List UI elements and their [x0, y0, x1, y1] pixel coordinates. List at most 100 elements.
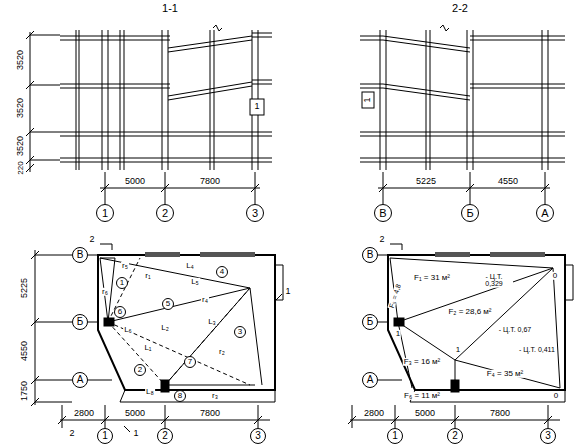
drawing-label: L₄ — [185, 262, 195, 270]
callout-circle: 8 — [174, 390, 186, 402]
axis-label: 2 — [162, 208, 168, 219]
axis-label: 3 — [255, 431, 261, 441]
drawing-label: 2 — [88, 235, 95, 244]
axis-marker: В — [374, 204, 392, 222]
drawing-label: 5225 — [20, 277, 29, 299]
drawing-label: F₄ = 35 м² — [486, 370, 525, 378]
drawing-label: 7800 — [199, 177, 221, 186]
axis-marker: 1 — [96, 204, 114, 222]
axis-label: Б — [77, 317, 84, 327]
drawing-label: F₃ = 16 м² — [403, 358, 442, 366]
drawing-label: - Ц.Т. 0,411 — [518, 346, 556, 353]
drawing-label: 0 — [553, 392, 559, 400]
axis-marker: 1 — [97, 428, 113, 444]
drawing-label: 1 — [253, 102, 260, 111]
drawing-label: 2800 — [73, 409, 95, 418]
axis-marker: 3 — [246, 204, 264, 222]
drawing-label: 4550 — [497, 177, 519, 186]
axis-label: 5 — [166, 300, 170, 308]
axis-marker: Б — [72, 314, 88, 330]
plan-right — [348, 244, 573, 428]
axis-label: А — [367, 375, 374, 385]
callout-circle: 5 — [162, 298, 174, 310]
drawing-label: r₁ — [144, 272, 151, 280]
drawing-label: 7800 — [489, 409, 511, 418]
axis-label: А — [541, 208, 548, 219]
drawing-label: 2 — [378, 235, 385, 244]
axis-marker: 1 — [387, 428, 403, 444]
drawing-label: r₆ — [101, 288, 109, 296]
drawing-label: L₃ — [207, 318, 217, 326]
drawing-label: L₁ — [143, 344, 152, 352]
callout-circle: 6 — [114, 306, 126, 318]
axis-marker: В — [72, 247, 88, 263]
axis-marker: 2 — [157, 428, 173, 444]
axis-label: 2 — [452, 431, 458, 441]
drawing-label: F₅ = 4,8 — [387, 282, 402, 310]
drawing-label: 3520 — [16, 97, 25, 119]
callout-circle: 4 — [216, 266, 228, 278]
drawing-label: 0 — [552, 272, 558, 280]
drawing-label: r₅ — [121, 262, 129, 270]
drawing-label: F₂ = 28,6 м² — [447, 308, 492, 316]
drawing-label: 2-2 — [451, 3, 469, 15]
drawing-label: L₆ — [123, 326, 133, 334]
axis-marker: Б — [461, 204, 479, 222]
drawing-label: 1-1 — [161, 3, 179, 15]
drawing-label: 4550 — [20, 340, 29, 362]
axis-label: В — [379, 208, 386, 219]
axis-label: 1 — [392, 431, 398, 441]
drawing-label: L₈ — [145, 388, 155, 396]
drawing-label: - Ц.Т. 0,329 — [475, 273, 513, 288]
plan-left — [31, 244, 283, 432]
axis-label: 2 — [162, 431, 168, 441]
drawing-label: 1 — [395, 330, 401, 338]
drawing-label: 2800 — [363, 409, 385, 418]
drawing-label: 1750 — [20, 380, 29, 402]
axis-marker: 3 — [250, 428, 266, 444]
axis-label: 6 — [118, 308, 122, 316]
axis-label: В — [77, 250, 84, 260]
drawing-label: 1 — [455, 346, 461, 354]
axis-label: 3 — [238, 328, 242, 336]
drawing-label: 2 — [68, 429, 75, 438]
callout-circle: 3 — [234, 326, 246, 338]
drawing-label: 3520 — [16, 49, 25, 71]
drawing-label: L₂ — [160, 324, 170, 332]
drawing-label: F₁ = 31 м² — [413, 274, 451, 282]
axis-marker: А — [362, 372, 378, 388]
callout-circle: 2 — [134, 364, 146, 376]
drawing-label: F₆ = 11 м² — [403, 392, 441, 400]
axis-marker: А — [72, 372, 88, 388]
drawing-label: 1 — [284, 287, 291, 296]
axis-label: 4 — [220, 268, 224, 276]
drawing-label: - Ц.Т. 0,67 — [497, 326, 533, 333]
drawing-label: 3520 — [16, 135, 25, 157]
section-1-1 — [26, 25, 272, 204]
callout-circle: 1 — [116, 277, 128, 289]
axis-marker: 2 — [156, 204, 174, 222]
axis-marker: Б — [362, 314, 378, 330]
drawing-label: 5000 — [124, 409, 146, 418]
drawing-label: 1 — [132, 429, 139, 438]
axis-label: 1 — [102, 208, 108, 219]
axis-label: 3 — [545, 431, 551, 441]
axis-label: 1 — [120, 279, 124, 287]
axis-marker: В — [362, 247, 378, 263]
axis-label: Б — [466, 208, 473, 219]
axis-label: А — [77, 375, 84, 385]
axis-marker: 2 — [447, 428, 463, 444]
drawing-label: 5000 — [414, 409, 436, 418]
axis-label: 3 — [252, 208, 258, 219]
axis-label: В — [367, 250, 374, 260]
axis-label: Б — [367, 317, 374, 327]
drawing-label: r₄ — [201, 296, 209, 304]
axis-label: 1 — [102, 431, 108, 441]
drawing-label: r₂ — [218, 348, 226, 356]
axis-marker: А — [536, 204, 554, 222]
drawing-label: r₃ — [211, 392, 219, 400]
drawing-label: 5000 — [124, 177, 146, 186]
section-2-2 — [360, 25, 565, 204]
